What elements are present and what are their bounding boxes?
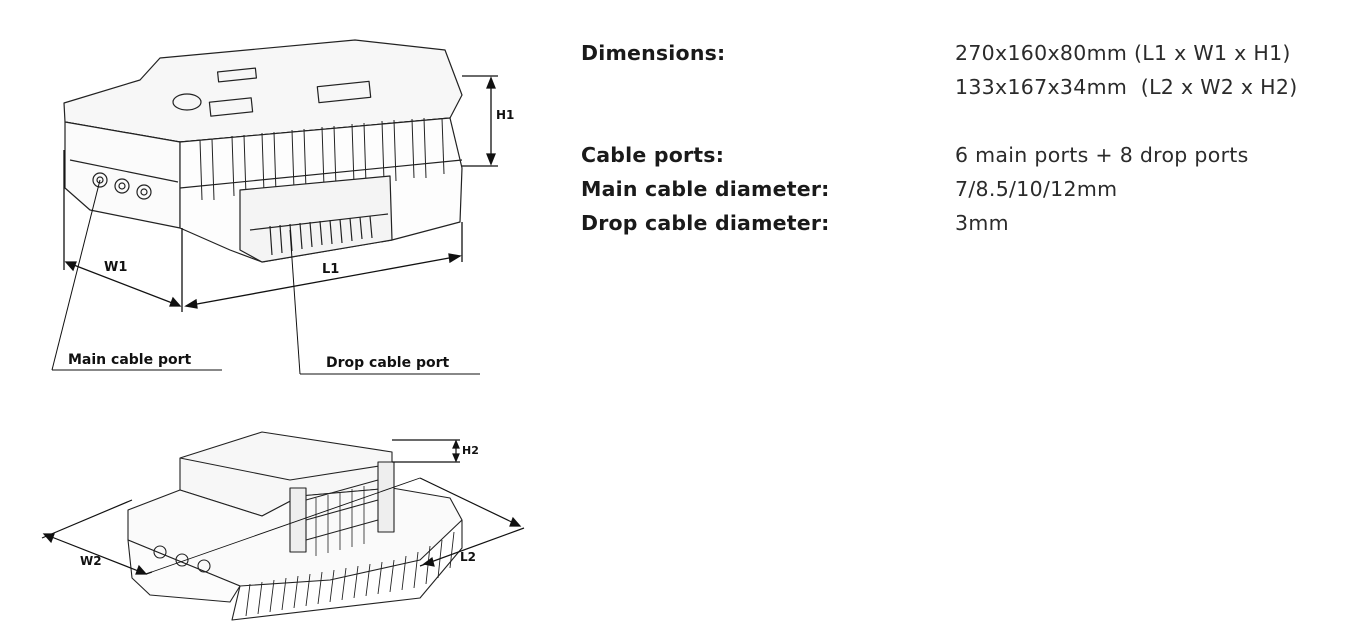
label-l1: L1 bbox=[322, 262, 339, 277]
label-drop-cable-port: Drop cable port bbox=[326, 355, 450, 371]
cable-ports-label: Cable ports: bbox=[581, 143, 725, 167]
main-diameter-label: Main cable diameter: bbox=[581, 177, 830, 201]
closure-drawing-top: H1 W1 L1 Main cable port Drop cable port bbox=[51, 39, 514, 375]
dimensions-value-1: 270x160x80mm (L1 x W1 x H1) bbox=[955, 41, 1291, 65]
spec-row-drop-diameter: Drop cable diameter: 3mm bbox=[581, 206, 1341, 240]
drop-diameter-label: Drop cable diameter: bbox=[581, 211, 830, 235]
label-h2: H2 bbox=[462, 444, 479, 457]
dimensions-value-2: 133x167x34mm (L2 x W2 x H2) bbox=[955, 75, 1298, 99]
spec-row-dimensions-2: 133x167x34mm (L2 x W2 x H2) bbox=[581, 70, 1341, 104]
label-l2: L2 bbox=[460, 550, 476, 564]
drop-diameter-value: 3mm bbox=[955, 211, 1009, 235]
main-diameter-value: 7/8.5/10/12mm bbox=[955, 177, 1118, 201]
label-w1: W1 bbox=[104, 260, 127, 275]
spec-row-dimensions: Dimensions: 270x160x80mm (L1 x W1 x H1) bbox=[581, 36, 1341, 70]
spec-table: Dimensions: 270x160x80mm (L1 x W1 x H1) … bbox=[581, 36, 1341, 240]
closure-drawing-bottom: H2 W2 L2 bbox=[41, 431, 525, 621]
spec-row-main-diameter: Main cable diameter: 7/8.5/10/12mm bbox=[581, 172, 1341, 206]
dimensions-label: Dimensions: bbox=[581, 41, 726, 65]
label-h1: H1 bbox=[496, 108, 514, 122]
spec-row-cable-ports: Cable ports: 6 main ports + 8 drop ports bbox=[581, 138, 1341, 172]
label-w2: W2 bbox=[80, 554, 102, 568]
label-main-cable-port: Main cable port bbox=[68, 352, 191, 368]
cable-ports-value: 6 main ports + 8 drop ports bbox=[955, 143, 1249, 167]
